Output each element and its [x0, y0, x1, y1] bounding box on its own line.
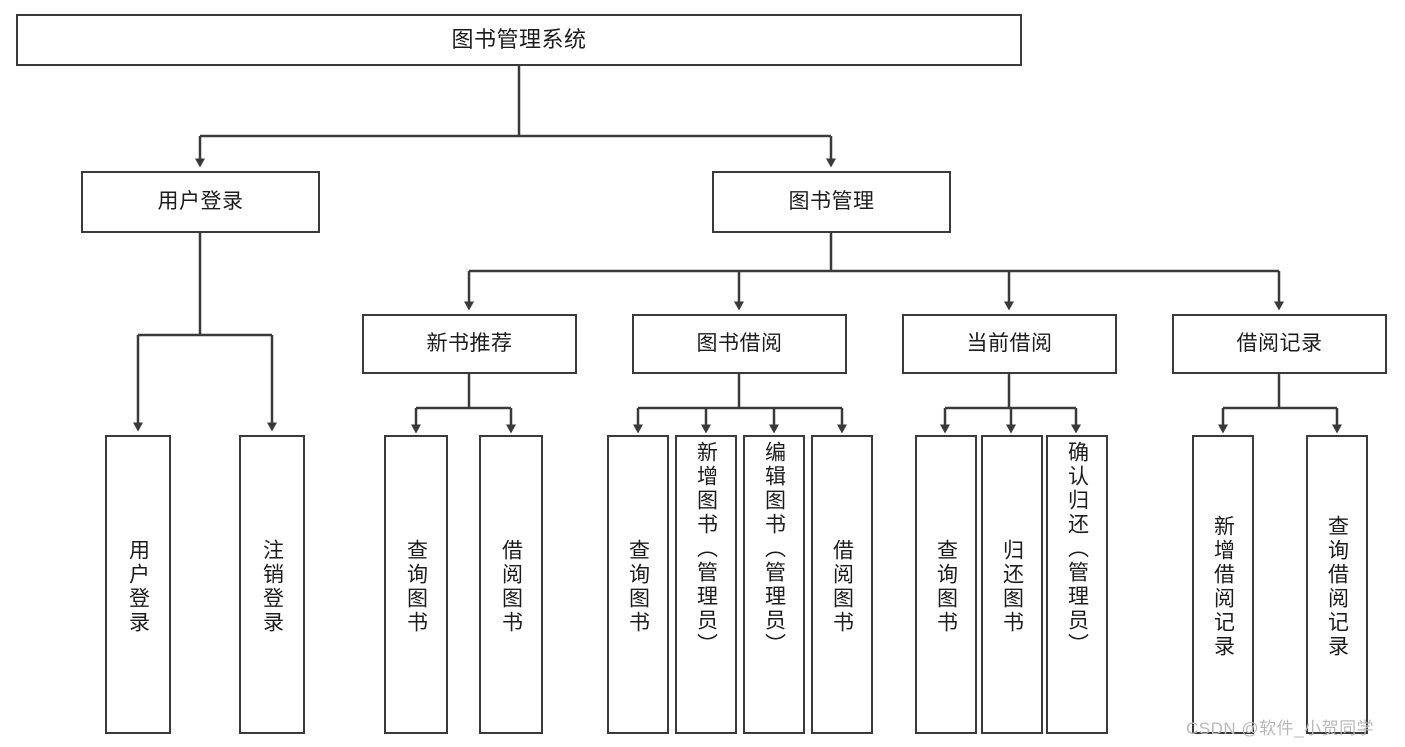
leaf-current-borrow-confirm-return-admin[interactable]: 确认归还（管理员） — [1046, 435, 1108, 734]
node-book-borrow[interactable]: 图书借阅 — [632, 314, 847, 374]
node-user-login[interactable]: 用户登录 — [81, 171, 320, 233]
node-book-management[interactable]: 图书管理 — [712, 171, 951, 233]
leaf-book-borrow-edit-book-admin[interactable]: 编辑图书（管理员） — [743, 435, 805, 734]
watermark-credit: CSDN @软件_小贺同学 — [1186, 719, 1375, 738]
leaf-new-book-query-book[interactable]: 查询图书 — [384, 435, 448, 734]
leaf-current-borrow-return-book[interactable]: 归还图书 — [981, 435, 1043, 734]
leaf-book-borrow-query-book[interactable]: 查询图书 — [607, 435, 669, 734]
leaf-new-book-borrow-book[interactable]: 借阅图书 — [479, 435, 543, 734]
node-new-book-recommend[interactable]: 新书推荐 — [362, 314, 577, 374]
node-borrow-record[interactable]: 借阅记录 — [1172, 314, 1387, 374]
node-current-borrow[interactable]: 当前借阅 — [902, 314, 1117, 374]
leaf-book-borrow-borrow-book[interactable]: 借阅图书 — [811, 435, 873, 734]
node-root-book-management-system[interactable]: 图书管理系统 — [16, 14, 1022, 66]
leaf-user-login-logout[interactable]: 注销登录 — [239, 435, 305, 734]
leaf-borrow-record-query-record[interactable]: 查询借阅记录 — [1306, 435, 1368, 734]
leaf-current-borrow-query-book[interactable]: 查询图书 — [915, 435, 977, 734]
leaf-borrow-record-add-record[interactable]: 新增借阅记录 — [1192, 435, 1254, 734]
leaf-book-borrow-add-book-admin[interactable]: 新增图书（管理员） — [675, 435, 737, 734]
leaf-user-login-login[interactable]: 用户登录 — [105, 435, 171, 734]
